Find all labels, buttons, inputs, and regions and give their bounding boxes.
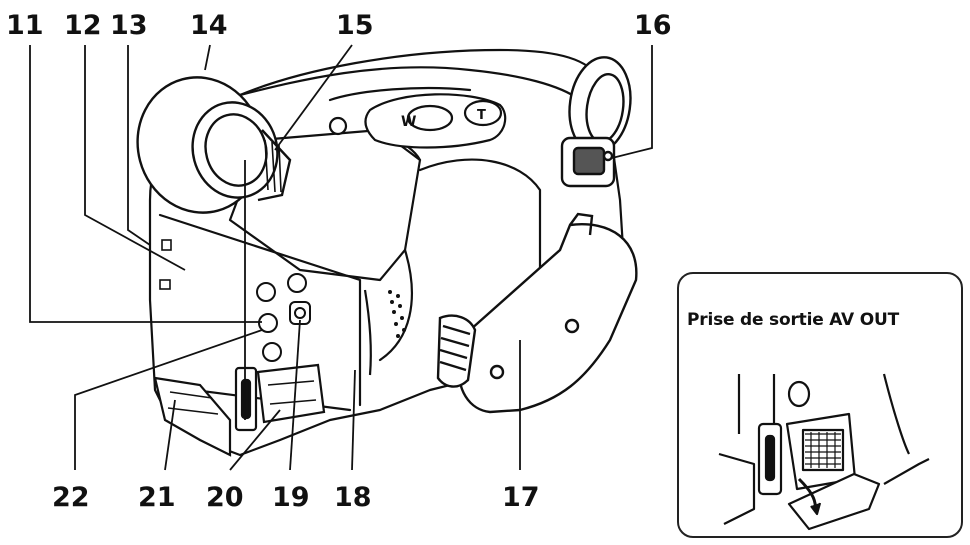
callout-18: 18 xyxy=(334,482,372,513)
side-buttons xyxy=(256,273,311,362)
connector-door xyxy=(234,363,326,432)
inset-title: Prise de sortie AV OUT xyxy=(687,310,899,330)
zoom-rocker xyxy=(328,93,507,149)
callout-20: 20 xyxy=(206,482,244,513)
zoom-t-label: T xyxy=(477,108,486,123)
callout-16: 16 xyxy=(634,10,672,41)
zoom-w-label: W xyxy=(401,114,416,130)
callout-19: 19 xyxy=(272,482,310,513)
callout-22: 22 xyxy=(52,482,90,513)
eyecup-right xyxy=(560,56,632,188)
callout-11: 11 xyxy=(6,10,44,41)
callout-13: 13 xyxy=(110,10,148,41)
callout-21: 21 xyxy=(138,482,176,513)
side-icons xyxy=(159,239,172,290)
av-out-inset: Prise de sortie AV OUT xyxy=(677,272,963,538)
front-housing xyxy=(153,376,232,457)
callout-12: 12 xyxy=(64,10,102,41)
callout-15: 15 xyxy=(336,10,374,41)
inset-illustration xyxy=(718,373,930,531)
speaker-grille xyxy=(388,290,406,338)
leader-lines xyxy=(29,44,653,471)
eyecup-left xyxy=(136,76,292,214)
hand-strap xyxy=(436,212,638,414)
callout-17: 17 xyxy=(502,482,540,513)
callout-14: 14 xyxy=(190,10,228,41)
